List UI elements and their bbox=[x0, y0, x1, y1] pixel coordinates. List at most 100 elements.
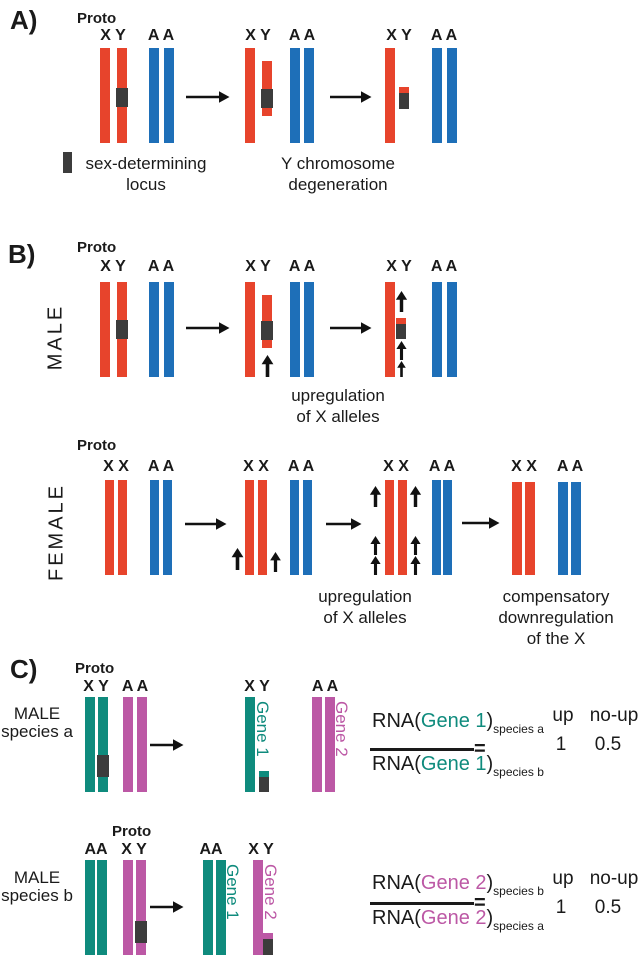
autosome-bar bbox=[571, 482, 581, 575]
aa-label: A A bbox=[428, 458, 456, 475]
autosome-bar bbox=[149, 48, 159, 143]
y-degeneration-caption: Y chromosome degeneration bbox=[280, 154, 396, 194]
aa-label: A A bbox=[430, 258, 458, 275]
locus-legend-swatch bbox=[63, 152, 72, 173]
y-remnant-cap bbox=[259, 771, 269, 777]
x-chromosome-bar bbox=[512, 482, 522, 575]
autosome-bar bbox=[137, 697, 147, 792]
autosome-bar bbox=[443, 480, 452, 575]
x-chromosome-bar bbox=[100, 48, 110, 143]
aa-label: AA bbox=[84, 841, 108, 858]
female-row-label: FEMALE bbox=[45, 482, 68, 582]
fraction-line bbox=[370, 748, 474, 751]
gene2-label: Gene 2 bbox=[332, 701, 351, 757]
autosome-bar bbox=[290, 48, 300, 143]
male-upregulation-caption: upregulation of X alleles bbox=[291, 386, 385, 426]
legend-line2: locus bbox=[126, 175, 166, 194]
gene1-label: Gene 1 bbox=[223, 864, 242, 920]
up-arrow-icon bbox=[396, 341, 407, 360]
equals-sign: = bbox=[474, 738, 486, 760]
proto-label: Proto bbox=[77, 10, 117, 27]
arrow-right-icon bbox=[330, 322, 372, 334]
up-arrow-icon bbox=[231, 548, 244, 570]
noup-value: 0.5 bbox=[594, 734, 622, 755]
up-arrow-icon bbox=[370, 556, 381, 575]
locus-legend-text: sex-determining locus bbox=[80, 153, 212, 195]
panel-c-label: C) bbox=[10, 654, 38, 684]
up-arrow-icon bbox=[369, 486, 382, 507]
up-column-header: up bbox=[552, 705, 574, 726]
aa-label: A A bbox=[556, 458, 584, 475]
up-arrow-icon bbox=[397, 361, 406, 377]
aa-label: A A bbox=[147, 258, 175, 275]
noup-column-header: no-up bbox=[589, 705, 639, 726]
noup-column-header: no-up bbox=[589, 868, 639, 889]
autosome-bar bbox=[290, 480, 299, 575]
autosome-bar bbox=[290, 282, 300, 377]
xx-label: X X bbox=[383, 458, 409, 475]
x-chromosome-bar bbox=[245, 48, 255, 143]
y-remnant-cap bbox=[263, 933, 273, 939]
x-chromosome-bar bbox=[398, 480, 407, 575]
x-chromosome-bar bbox=[123, 860, 133, 955]
y-chromosome-shrinking-bar bbox=[262, 61, 272, 116]
panel-a-label: A) bbox=[10, 5, 38, 35]
xy-label: X Y bbox=[245, 258, 271, 275]
proto-label: Proto bbox=[75, 660, 115, 677]
x-chromosome-bar bbox=[245, 697, 255, 792]
autosome-bar bbox=[150, 480, 159, 575]
x-chromosome-bar bbox=[385, 48, 395, 143]
aa-label: A A bbox=[147, 27, 175, 44]
xy-label: X Y bbox=[245, 27, 271, 44]
x-chromosome-bar bbox=[100, 282, 110, 377]
xy-label: X Y bbox=[244, 678, 270, 695]
aa-label: A A bbox=[121, 678, 149, 695]
autosome-bar bbox=[325, 697, 335, 792]
autosome-bar bbox=[216, 860, 226, 955]
xy-label: X Y bbox=[121, 841, 147, 858]
arrow-right-icon bbox=[150, 739, 184, 751]
sex-determining-locus bbox=[263, 939, 273, 955]
species-a-row-label: MALE species a bbox=[1, 704, 73, 741]
sex-determining-locus bbox=[261, 89, 273, 108]
autosome-bar bbox=[203, 860, 213, 955]
aa-label: A A bbox=[288, 27, 316, 44]
xy-label: X Y bbox=[248, 841, 274, 858]
autosome-bar bbox=[558, 482, 568, 575]
y-remnant-cap bbox=[396, 318, 406, 324]
x-chromosome-bar bbox=[245, 480, 254, 575]
x-chromosome-bar bbox=[525, 482, 535, 575]
xx-label: X X bbox=[103, 458, 129, 475]
arrow-right-icon bbox=[462, 517, 500, 529]
legend-line1: sex-determining bbox=[85, 154, 207, 173]
proto-label: Proto bbox=[77, 437, 117, 454]
xx-label: X X bbox=[243, 458, 269, 475]
up-arrow-icon bbox=[261, 355, 274, 377]
arrow-right-icon bbox=[185, 518, 227, 530]
y-remnant-cap bbox=[399, 87, 409, 93]
autosome-bar bbox=[447, 48, 457, 143]
aa-label: A A bbox=[147, 458, 175, 475]
x-chromosome-bar bbox=[245, 282, 255, 377]
sex-determining-locus bbox=[116, 320, 128, 339]
species-b-row-label: MALE species b bbox=[1, 868, 73, 905]
fraction-line bbox=[370, 902, 474, 905]
x-chromosome-bar bbox=[253, 860, 263, 955]
sex-determining-locus bbox=[261, 321, 273, 340]
arrow-right-icon bbox=[186, 322, 230, 334]
x-chromosome-bar bbox=[105, 480, 114, 575]
up-arrow-icon bbox=[410, 556, 421, 575]
equation-denominator: RNA(Gene 1)species b bbox=[372, 753, 544, 779]
sex-determining-locus bbox=[116, 88, 128, 107]
autosome-bar bbox=[85, 860, 95, 955]
up-column-header: up bbox=[552, 868, 574, 889]
autosome-bar bbox=[123, 697, 133, 792]
autosome-bar bbox=[164, 282, 174, 377]
up-arrow-icon bbox=[410, 536, 421, 555]
gene2-label: Gene 2 bbox=[261, 864, 280, 920]
autosome-bar bbox=[149, 282, 159, 377]
x-chromosome-bar bbox=[385, 282, 395, 377]
noup-value: 0.5 bbox=[594, 897, 622, 918]
xy-label: X Y bbox=[83, 678, 109, 695]
